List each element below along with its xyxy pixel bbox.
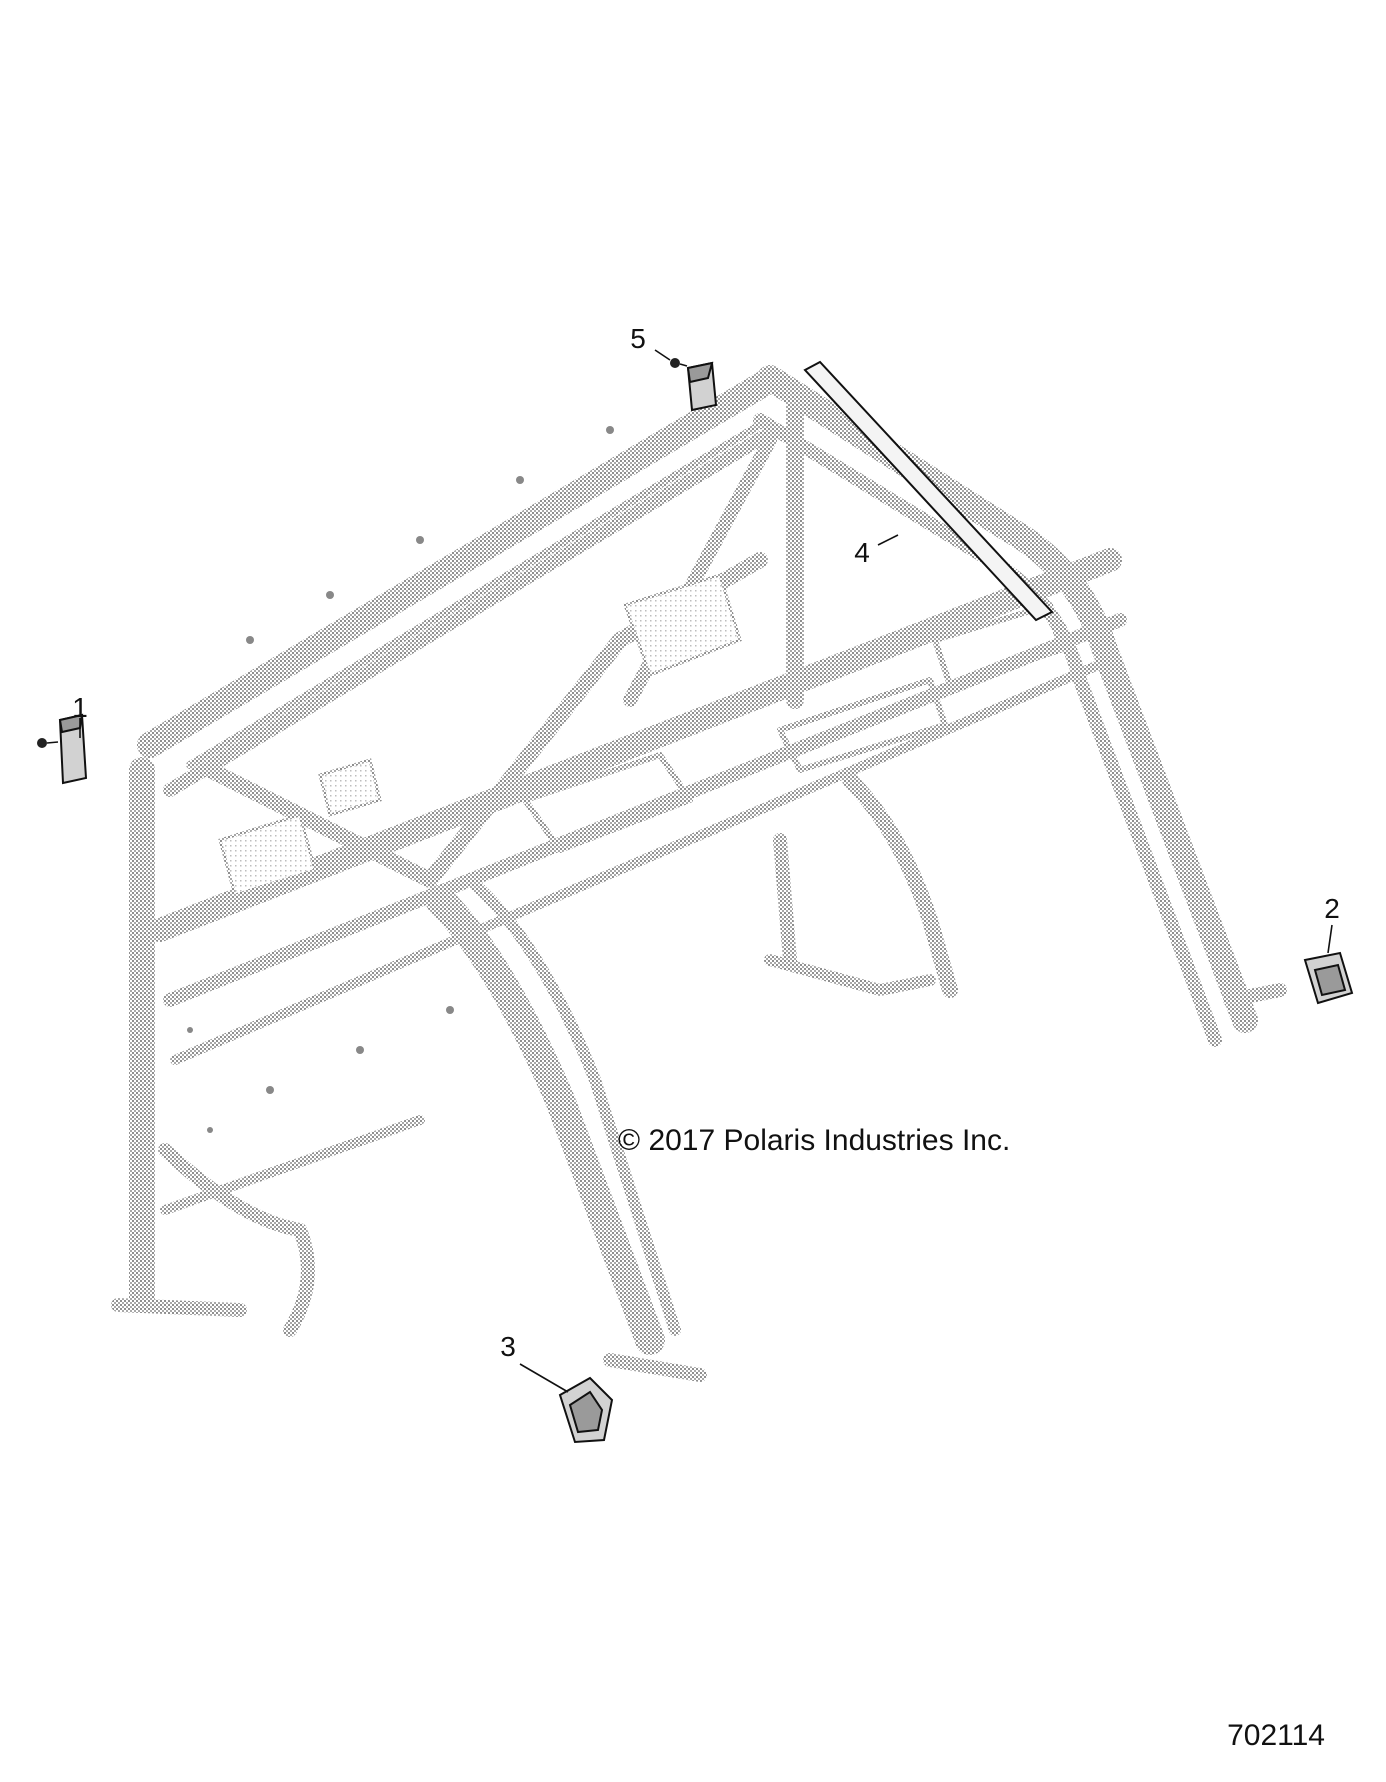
callout-2: 2 — [1324, 893, 1340, 954]
callout-5: 5 — [630, 323, 671, 361]
diagram-code: 702114 — [1227, 1719, 1325, 1752]
part-3-foot-cap[interactable] — [558, 1376, 614, 1444]
callout-4-label: 4 — [854, 537, 870, 568]
callout-5-label: 5 — [630, 323, 646, 354]
callout-1: 1 — [72, 692, 88, 738]
frame-hole-dots — [187, 426, 614, 1133]
part-2-foot-cap[interactable] — [1303, 951, 1354, 1005]
part-1-trim-cap[interactable] — [37, 713, 88, 785]
copyright-text: © 2017 Polaris Industries Inc. — [618, 1124, 1010, 1157]
fastener-5-icon — [670, 358, 680, 368]
callout-1-label: 1 — [72, 692, 88, 723]
callout-3-label: 3 — [500, 1331, 516, 1362]
callout-4: 4 — [854, 534, 899, 568]
roll-cage-frame — [111, 365, 1287, 1382]
fastener-1-icon — [37, 738, 47, 748]
callout-2-label: 2 — [1324, 893, 1340, 924]
part-5-trim-cap[interactable] — [670, 358, 718, 412]
callout-3: 3 — [500, 1331, 569, 1393]
part-4-strip[interactable] — [803, 360, 1054, 622]
